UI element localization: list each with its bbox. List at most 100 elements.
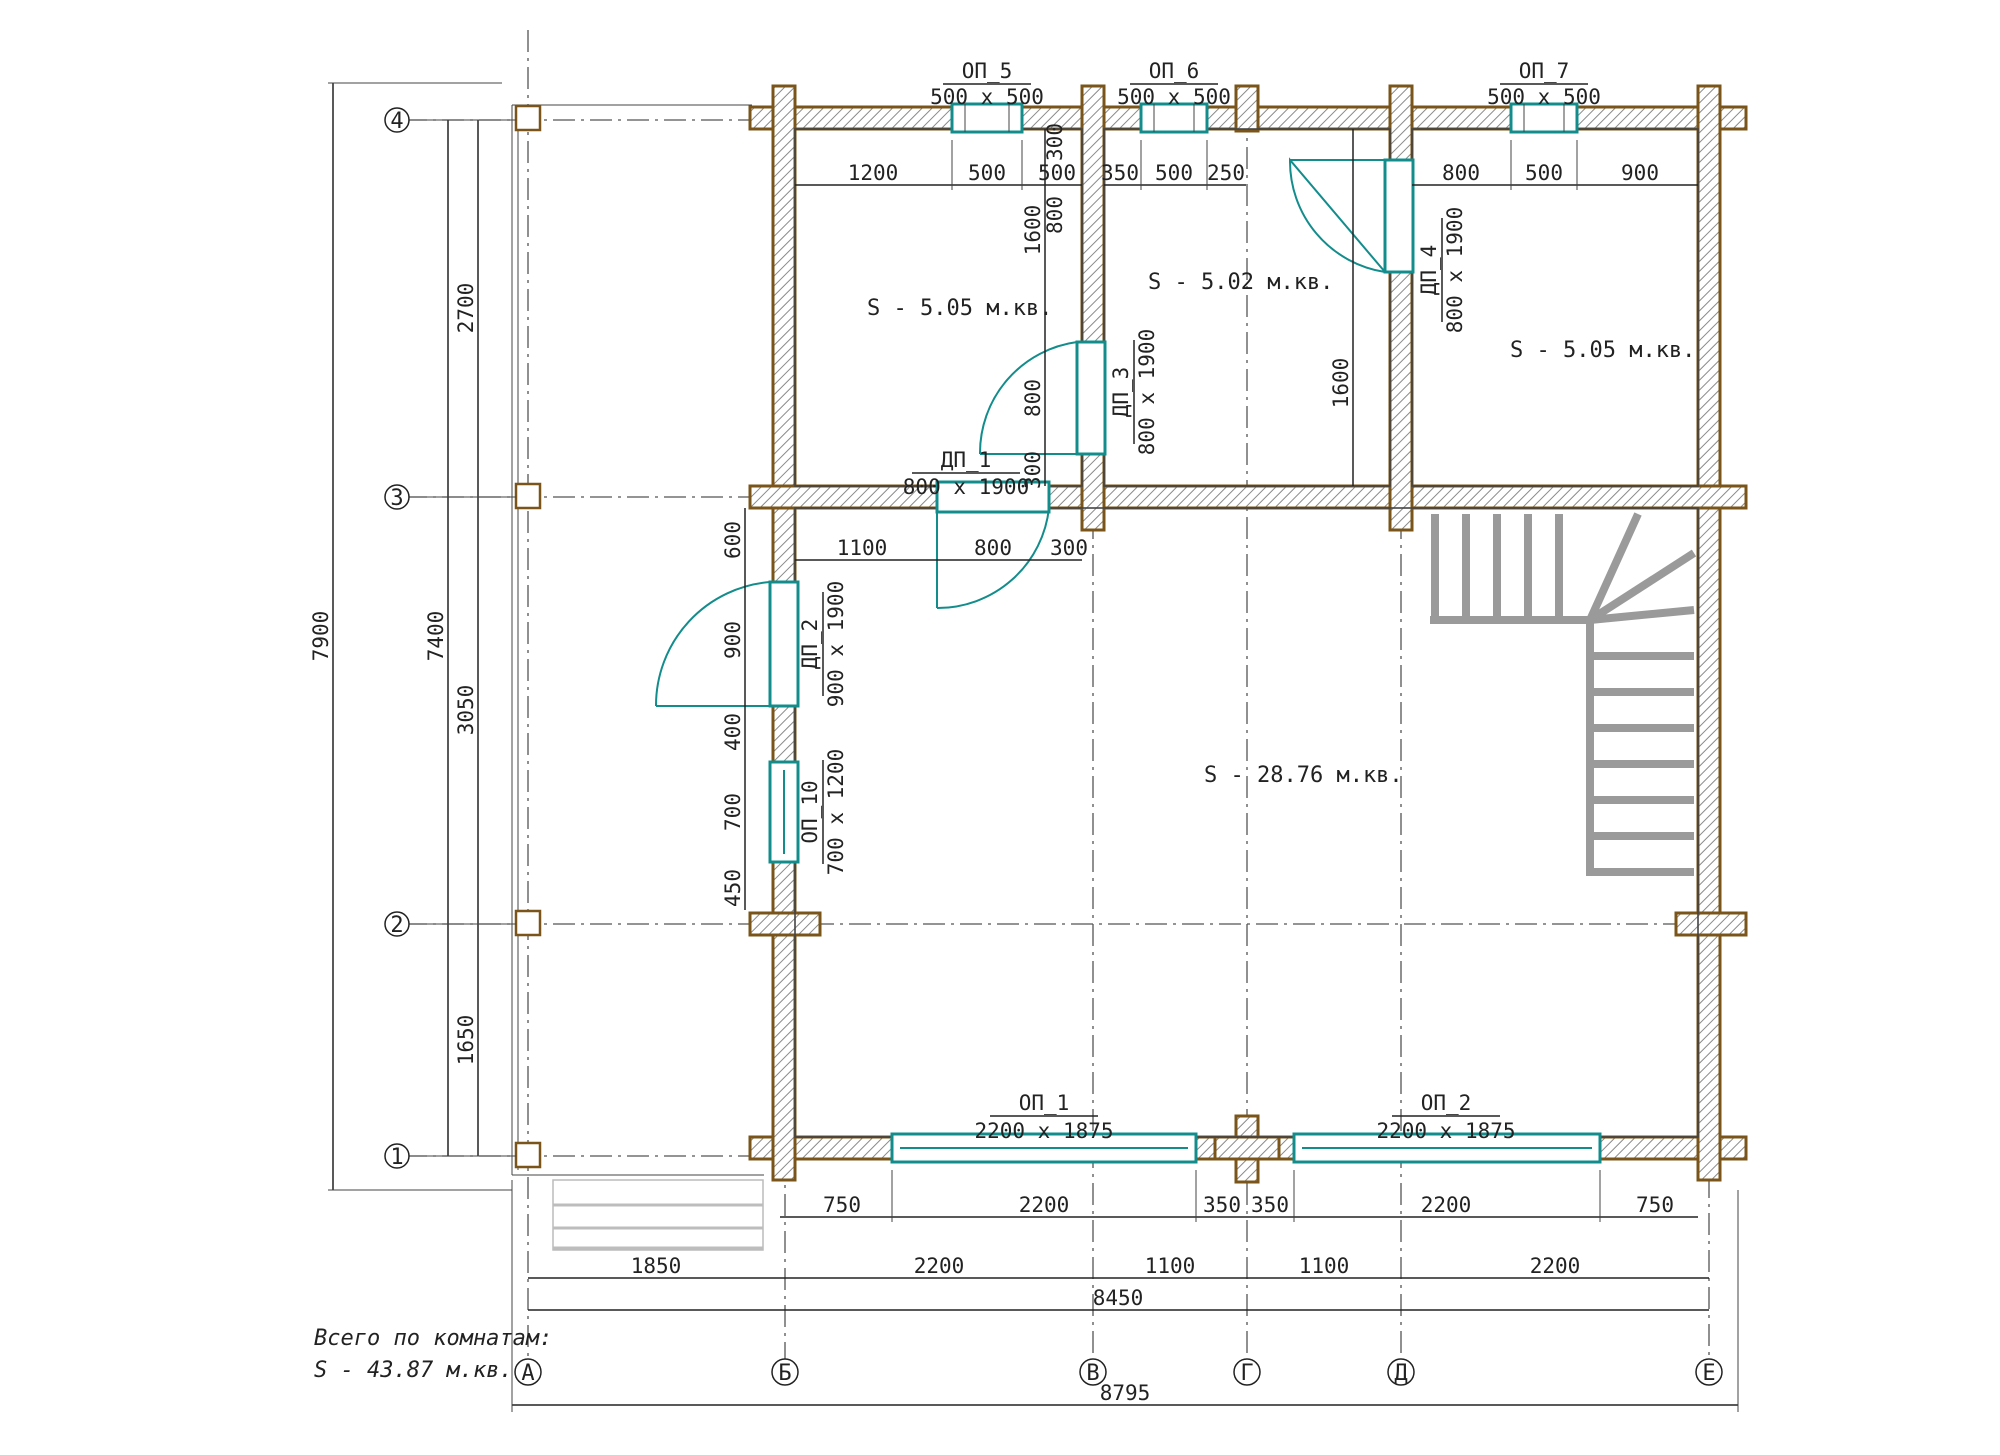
svg-text:4: 4 — [390, 109, 403, 134]
terrace-post — [514, 909, 542, 937]
terrace-post — [514, 1141, 542, 1169]
axis-bubble-3: 3 — [384, 484, 410, 511]
door-dp3 — [1075, 340, 1107, 456]
svg-text:2200 x 1875: 2200 x 1875 — [974, 1119, 1113, 1143]
total-inner-dimension: 8450 — [1093, 1286, 1144, 1310]
axis-bubble-g: Г — [1233, 1358, 1261, 1386]
label-dp2: ДП_2 900 x 1900 — [798, 581, 848, 707]
svg-text:2700: 2700 — [454, 283, 478, 334]
svg-text:ДП_4: ДП_4 — [1417, 245, 1441, 296]
door-dp1 — [935, 480, 1051, 514]
svg-text:ОП_2: ОП_2 — [1421, 1091, 1472, 1115]
room-area-2: S - 5.02 м.кв. — [1148, 270, 1333, 295]
label-dp3: ДП_3 800 x 1900 — [1109, 329, 1159, 455]
svg-text:2200: 2200 — [1019, 1193, 1070, 1217]
svg-text:300: 300 — [1043, 123, 1067, 161]
svg-text:800: 800 — [1021, 379, 1045, 417]
svg-text:1100: 1100 — [1299, 1254, 1350, 1278]
svg-text:ОП_10: ОП_10 — [798, 780, 822, 843]
svg-text:1600: 1600 — [1021, 205, 1045, 256]
label-dp4: ДП_4 800 x 1900 — [1417, 207, 1467, 333]
svg-text:3: 3 — [390, 486, 403, 511]
svg-text:500 x 500: 500 x 500 — [930, 85, 1044, 109]
svg-text:500: 500 — [1038, 161, 1076, 185]
svg-text:450: 450 — [721, 869, 745, 907]
window-op6 — [1139, 102, 1209, 134]
svg-text:700: 700 — [721, 793, 745, 831]
svg-text:750: 750 — [823, 1193, 861, 1217]
openings — [654, 102, 1602, 1164]
svg-text:900: 900 — [1621, 161, 1659, 185]
axis-bubble-2: 2 — [384, 911, 410, 938]
svg-text:Г: Г — [1240, 1361, 1253, 1386]
svg-text:2200: 2200 — [914, 1254, 965, 1278]
window-op5 — [950, 102, 1024, 134]
svg-text:ДП_1: ДП_1 — [941, 448, 992, 472]
room-areas: S - 5.05 м.кв. S - 5.02 м.кв. S - 5.05 м… — [867, 270, 1695, 788]
svg-text:2200 x 1875: 2200 x 1875 — [1376, 1119, 1515, 1143]
dimension-texts-vertical: 300 800 1600 1600 800 300 600 900 400 70… — [309, 123, 1353, 1065]
walls — [748, 84, 1748, 1184]
svg-text:1200: 1200 — [848, 161, 899, 185]
svg-text:7400: 7400 — [424, 611, 448, 662]
svg-text:1: 1 — [390, 1145, 403, 1170]
terrace-post — [514, 104, 542, 132]
opening-labels: ОП_5 500 x 500 ОП_6 500 x 500 ОП_7 500 x… — [903, 59, 1601, 1143]
svg-text:500 x 500: 500 x 500 — [1487, 85, 1601, 109]
axis-bubble-a: А — [514, 1358, 542, 1386]
axis-bubble-v: В — [1079, 1358, 1107, 1386]
opening-labels-vertical: ДП_4 800 x 1900 ДП_3 800 x 1900 ДП_2 900… — [798, 207, 1467, 875]
room-area-1: S - 5.05 м.кв. — [867, 296, 1052, 321]
svg-text:2: 2 — [390, 913, 403, 938]
svg-text:600: 600 — [721, 521, 745, 559]
svg-text:350: 350 — [1203, 1193, 1241, 1217]
svg-text:800: 800 — [974, 536, 1012, 560]
svg-text:500: 500 — [1525, 161, 1563, 185]
svg-text:1650: 1650 — [454, 1015, 478, 1066]
svg-text:ОП_1: ОП_1 — [1019, 1091, 1070, 1115]
svg-text:ДП_2: ДП_2 — [798, 619, 822, 670]
label-op7: ОП_7 500 x 500 — [1487, 59, 1601, 109]
label-op5: ОП_5 500 x 500 — [930, 59, 1044, 109]
svg-text:300: 300 — [1050, 536, 1088, 560]
svg-text:В: В — [1086, 1361, 1099, 1386]
svg-text:800 x 1900: 800 x 1900 — [1135, 329, 1159, 455]
svg-text:500 x 500: 500 x 500 — [1117, 85, 1231, 109]
svg-text:Всего по комнатам:: Всего по комнатам: — [314, 1326, 552, 1351]
svg-text:800 x 1900: 800 x 1900 — [1443, 207, 1467, 333]
svg-text:1600: 1600 — [1329, 358, 1353, 409]
label-op2: ОП_2 2200 x 1875 — [1376, 1091, 1515, 1143]
door-dp2 — [768, 580, 800, 708]
entrance-steps — [552, 1179, 764, 1251]
label-op10: ОП_10 700 x 1200 — [798, 749, 848, 875]
svg-text:ОП_7: ОП_7 — [1519, 59, 1570, 83]
terrace — [511, 104, 764, 1176]
axis-bubble-e: Е — [1695, 1358, 1723, 1386]
svg-text:S - 43.87 м.кв.: S - 43.87 м.кв. — [314, 1358, 513, 1383]
svg-text:750: 750 — [1636, 1193, 1674, 1217]
svg-text:1100: 1100 — [837, 536, 888, 560]
label-op6: ОП_6 500 x 500 — [1117, 59, 1231, 109]
svg-text:А: А — [521, 1361, 534, 1386]
svg-text:1850: 1850 — [631, 1254, 682, 1278]
area-summary: Всего по комнатам: S - 43.87 м.кв. — [314, 1326, 552, 1383]
svg-text:350: 350 — [1101, 161, 1139, 185]
svg-text:Е: Е — [1702, 1361, 1715, 1386]
svg-text:3050: 3050 — [454, 685, 478, 736]
axis-bubbles: 4 3 2 1 А Б В Г — [384, 107, 1723, 1386]
axis-bubble-d: Д — [1387, 1358, 1415, 1386]
svg-text:800 x 1900: 800 x 1900 — [903, 475, 1029, 499]
axis-bubble-4: 4 — [384, 107, 410, 134]
terrace-post — [514, 482, 542, 510]
svg-text:ОП_6: ОП_6 — [1149, 59, 1200, 83]
svg-text:Д: Д — [1394, 1361, 1407, 1386]
label-op1: ОП_1 2200 x 1875 — [974, 1091, 1113, 1143]
svg-text:300: 300 — [1021, 451, 1045, 489]
svg-text:800: 800 — [1442, 161, 1480, 185]
total-outer-dimension: 8795 — [1100, 1381, 1151, 1405]
dimension-lines — [328, 82, 1739, 1412]
svg-text:7900: 7900 — [309, 611, 333, 662]
svg-text:250: 250 — [1207, 161, 1245, 185]
svg-text:ОП_5: ОП_5 — [962, 59, 1013, 83]
